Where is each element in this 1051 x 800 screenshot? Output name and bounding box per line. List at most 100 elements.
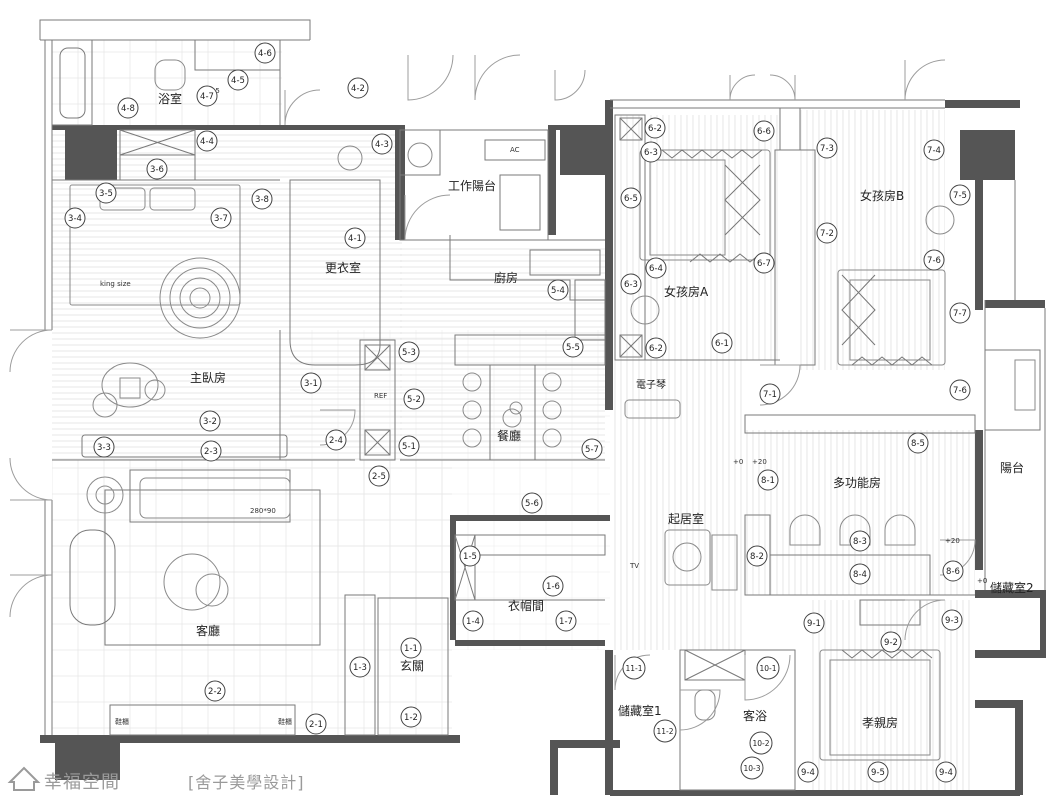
marker-circle: [622, 656, 646, 680]
elevation-marker-3-7: 3-7: [210, 207, 232, 229]
marker-label: 6-3: [624, 280, 638, 290]
marker-circle: [210, 207, 232, 229]
marker-circle: [581, 438, 603, 460]
elevation-marker-6-2b: 6-2: [645, 337, 667, 359]
marker-circle: [620, 187, 642, 209]
elevation-marker-1-7: 1-7: [555, 610, 577, 632]
marker-label: 9-2: [884, 638, 898, 648]
marker-label: 7-4: [927, 146, 941, 156]
marker-label: 8-2: [750, 552, 764, 562]
elevation-marker-8-6: 8-6: [942, 560, 964, 582]
marker-label: 10-1: [759, 664, 776, 673]
elevation-marker-11-1: 11-1: [622, 656, 646, 680]
ac-label: AC: [510, 146, 520, 154]
elevation-marker-7-4: 7-4: [923, 139, 945, 161]
partitions: [51, 39, 1041, 791]
marker-circle: [349, 656, 371, 678]
elevation-marker-9-1: 9-1: [803, 612, 825, 634]
marker-label: 2-5: [372, 472, 386, 482]
marker-label: 2-3: [204, 447, 218, 457]
room-master-bedroom: 主臥房: [190, 370, 226, 385]
cabinet-label: 鞋櫃: [115, 717, 129, 726]
marker-label: 4-6: [258, 49, 272, 59]
elevation-marker-1-6: 1-6: [542, 575, 564, 597]
fridge-label: REF: [374, 392, 387, 400]
marker-circle: [803, 612, 825, 634]
elevation-marker-5-5: 5-5: [562, 336, 584, 358]
watermark: 幸福空間 [舍子美學設計]: [7, 766, 305, 793]
marker-circle: [204, 680, 226, 702]
elevation-marker-7-2: 7-2: [816, 222, 838, 244]
walls: [40, 100, 1046, 796]
elevation-marker-2-3: 2-3: [200, 440, 222, 462]
elevation-marker-1-1: 1-1: [400, 637, 422, 659]
marker-circle: [880, 631, 902, 653]
marker-label: 5-7: [585, 445, 599, 455]
marker-label: 7-6: [953, 386, 967, 396]
marker-label: 7-3: [820, 144, 834, 154]
elevation-marker-4-1: 4-1: [344, 227, 366, 249]
marker-circle: [740, 756, 764, 780]
elevation-marker-6-4: 6-4: [645, 257, 667, 279]
room-girl-room-b: 女孩房B: [860, 188, 904, 203]
marker-circle: [547, 279, 569, 301]
marker-label: 6-1: [715, 339, 729, 349]
marker-label: 9-3: [945, 616, 959, 626]
marker-label: 4-2: [351, 84, 365, 94]
marker-label: 9-5: [871, 768, 885, 778]
elevation-marker-5-7: 5-7: [581, 438, 603, 460]
marker-circle: [923, 249, 945, 271]
marker-label: 3-8: [255, 195, 269, 205]
marker-circle: [459, 545, 481, 567]
marker-label: 8-5: [911, 439, 925, 449]
marker-label: 4-3: [375, 140, 389, 150]
elevation-marker-7-5: 7-5: [949, 184, 971, 206]
room-dining: 餐廳: [497, 428, 521, 443]
elevation-marker-3-5: 3-5: [95, 182, 117, 204]
marker-circle: [949, 302, 971, 324]
elevation-marker-9-2: 9-2: [880, 631, 902, 653]
level-label: +20: [945, 537, 960, 545]
marker-circle: [645, 337, 667, 359]
outer-lines: [39, 19, 1046, 735]
elevation-marker-6-3b: 6-3: [620, 273, 642, 295]
marker-circle: [816, 137, 838, 159]
elevation-marker-5-6: 5-6: [521, 492, 543, 514]
marker-circle: [816, 222, 838, 244]
marker-circle: [640, 141, 662, 163]
room-parents-room: 孝親房: [862, 715, 898, 730]
elevation-marker-1-2: 1-2: [400, 706, 422, 728]
marker-circle: [746, 545, 768, 567]
elevation-marker-2-2: 2-2: [204, 680, 226, 702]
marker-label: 3-6: [150, 165, 164, 175]
elevation-marker-1-3: 1-3: [349, 656, 371, 678]
marker-label: 6-2: [648, 124, 662, 134]
elevation-marker-3-8: 3-8: [251, 188, 273, 210]
elevation-marker-2-4: 2-4: [325, 429, 347, 451]
marker-circle: [196, 130, 218, 152]
elevation-marker-9-5: 9-5: [867, 761, 889, 783]
marker-label: 3-4: [68, 214, 82, 224]
elevation-marker-3-4: 3-4: [64, 207, 86, 229]
marker-circle: [146, 158, 168, 180]
marker-label: 7-5: [953, 191, 967, 201]
marker-label: 6-6: [757, 127, 771, 137]
room-storage-2: 儲藏室2: [990, 580, 1034, 595]
marker-label: 5-1: [402, 442, 416, 452]
marker-label: 4-5: [231, 76, 245, 86]
watermark-designer: [舍子美學設計]: [188, 773, 305, 792]
elevation-marker-6-7: 6-7: [753, 252, 775, 274]
elevation-marker-6-1: 6-1: [711, 332, 733, 354]
marker-circle: [849, 530, 871, 552]
elevation-marker-7-1: 7-1: [759, 383, 781, 405]
marker-label: 9-4: [939, 768, 953, 778]
marker-circle: [942, 560, 964, 582]
marker-circle: [521, 492, 543, 514]
room-bathroom: 浴室: [158, 91, 182, 106]
room-guest-bath: 客浴: [743, 708, 767, 723]
elevation-marker-9-3: 9-3: [941, 609, 963, 631]
marker-circle: [645, 257, 667, 279]
elevation-marker-9-4a: 9-4: [797, 761, 819, 783]
